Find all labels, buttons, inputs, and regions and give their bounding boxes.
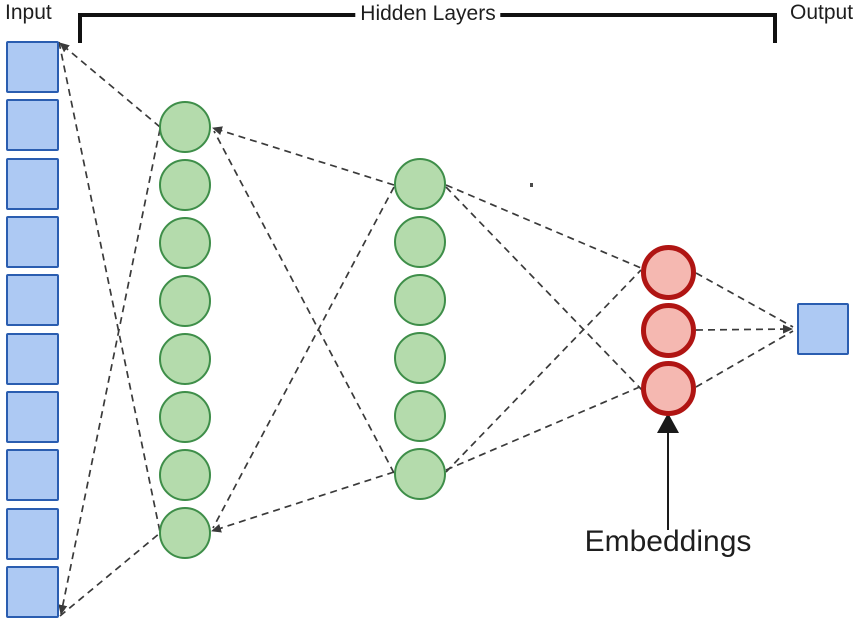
connection-line	[58, 41, 161, 533]
connection-line	[445, 184, 642, 269]
hidden-1-node	[159, 159, 211, 211]
connection-line	[695, 330, 794, 388]
hidden-layers-label: Hidden Layers	[355, 2, 501, 26]
connection-line	[445, 186, 643, 391]
hidden-1-node	[159, 101, 211, 153]
input-node	[6, 274, 59, 327]
input-node	[6, 391, 59, 444]
embeddings-label: Embeddings	[584, 525, 752, 558]
hidden-2-node	[394, 390, 446, 442]
embeddings-node	[640, 302, 696, 358]
hidden-1-node	[159, 507, 211, 559]
connection-line	[695, 272, 794, 328]
hidden-1-node	[159, 275, 211, 327]
connection-line	[695, 324, 793, 334]
embeddings-node	[640, 360, 696, 416]
input-node	[6, 507, 59, 560]
embeddings-node	[640, 244, 696, 300]
input-node	[6, 41, 59, 93]
connection-line	[212, 126, 395, 186]
connection-line	[211, 471, 395, 533]
input-node	[6, 216, 59, 269]
hidden-2-node	[394, 158, 446, 210]
input-node	[6, 332, 59, 385]
input-node	[6, 566, 59, 619]
input-node	[6, 449, 59, 502]
connection-line	[445, 269, 642, 473]
input-node	[6, 157, 59, 210]
input-node	[6, 99, 59, 152]
hidden-1-node	[159, 449, 211, 501]
hidden-2-node	[394, 332, 446, 384]
connection-line	[212, 186, 395, 529]
hidden-1-node	[159, 333, 211, 385]
dashed-connections	[58, 41, 794, 617]
input-label: Input	[5, 1, 52, 24]
output-label: Output	[790, 1, 854, 24]
stray-mark	[530, 183, 533, 187]
embeddings-arrowhead-icon	[657, 413, 679, 433]
connection-line	[445, 385, 643, 471]
connection-line	[59, 42, 161, 128]
bracket-left-tick	[78, 13, 82, 43]
hidden-1-node	[159, 217, 211, 269]
connection-line	[213, 130, 395, 474]
hidden-2-node	[394, 216, 446, 268]
connection-line	[59, 532, 161, 617]
hidden-1-node	[159, 391, 211, 443]
hidden-2-node	[394, 274, 446, 326]
output-node	[797, 303, 849, 355]
bracket-right-tick	[773, 13, 777, 43]
connection-line	[58, 128, 161, 615]
hidden-2-node	[394, 448, 446, 500]
